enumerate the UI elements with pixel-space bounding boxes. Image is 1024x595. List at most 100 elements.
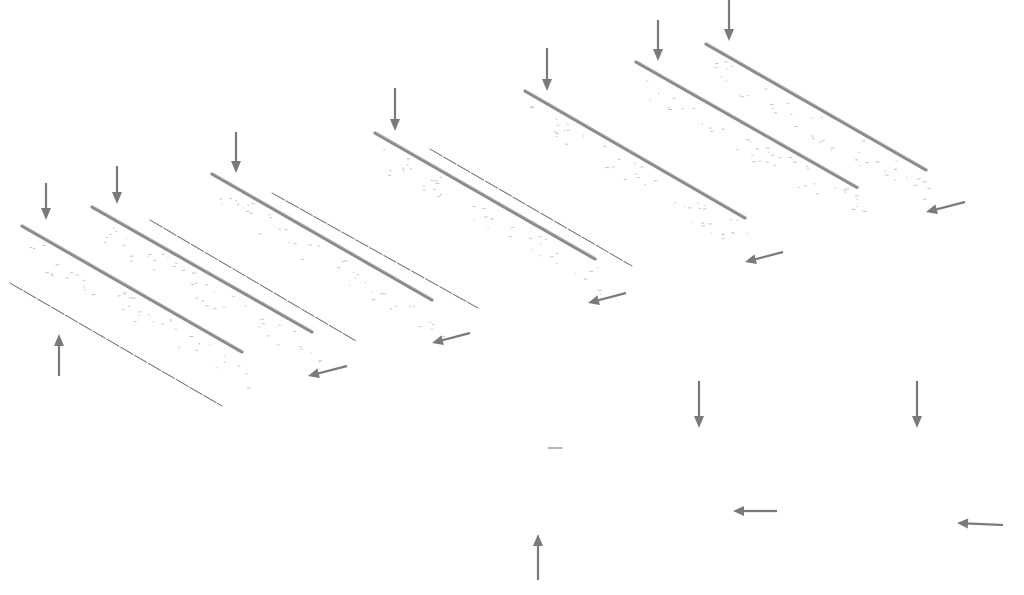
speckle [29, 247, 33, 249]
speckle [811, 117, 814, 119]
speckle [245, 210, 250, 212]
up-arrow-icon [54, 334, 64, 376]
speckle [318, 360, 323, 362]
speckle [310, 352, 312, 354]
heavy-line-edge [706, 42, 928, 170]
speckle [189, 336, 194, 337]
speckle [767, 151, 770, 153]
speckle [575, 272, 577, 274]
speckle [913, 184, 918, 186]
speckle [237, 365, 241, 367]
heavy-line [210, 172, 434, 302]
speckle [371, 299, 376, 301]
speckle [219, 198, 222, 200]
speckle [617, 158, 621, 160]
speckle [851, 208, 856, 210]
speckle [730, 219, 733, 220]
speckle [787, 102, 790, 104]
speckle [472, 206, 476, 208]
speckle [746, 232, 748, 234]
speckle [927, 187, 931, 189]
speckle [349, 284, 351, 286]
speckle [128, 297, 133, 299]
speckle [84, 289, 86, 291]
speckle [861, 140, 866, 142]
speckle [583, 278, 588, 280]
speckle [237, 205, 239, 207]
speckle [130, 260, 133, 262]
speckle [419, 326, 422, 327]
speckle [389, 169, 392, 171]
speckle [885, 174, 889, 176]
speckle [122, 309, 125, 311]
speckle [284, 229, 288, 231]
speckle [247, 205, 250, 207]
speckle [379, 293, 384, 295]
speckle [114, 231, 118, 233]
speckle [490, 217, 493, 219]
speckle [229, 197, 232, 199]
speckle [278, 324, 281, 326]
speckle [589, 270, 593, 272]
speckle [482, 208, 486, 210]
speckle [91, 294, 96, 296]
speckle [855, 159, 858, 161]
heavy-line [704, 42, 928, 172]
speckle [433, 188, 436, 190]
speckle [245, 373, 248, 375]
speckle [213, 291, 215, 293]
speckle [430, 328, 433, 330]
speckle [733, 232, 735, 234]
speckle [530, 106, 533, 108]
speckle [336, 267, 341, 269]
speckle [205, 284, 208, 286]
speckle [402, 169, 404, 171]
speckle [555, 118, 558, 120]
speckle [352, 271, 354, 273]
speckle [83, 286, 85, 288]
speckle [556, 124, 560, 126]
speckle [175, 328, 177, 330]
arrow-head [912, 416, 922, 428]
speckle [242, 207, 244, 209]
speckle [605, 167, 610, 169]
down-arrow-icon [653, 20, 663, 61]
speckle [798, 186, 800, 188]
left-arrow-icon [957, 518, 1004, 529]
speckle [344, 260, 348, 262]
speckle [201, 300, 205, 302]
speckle [657, 92, 660, 94]
speckle [612, 166, 615, 168]
speckle [439, 176, 443, 178]
speckle [830, 149, 832, 151]
speckle [721, 128, 725, 130]
speckle [731, 232, 734, 234]
speckle [439, 194, 443, 196]
speckle [812, 138, 815, 140]
speckle [389, 308, 392, 310]
speckle [341, 261, 345, 263]
speckle [788, 156, 793, 158]
speckle [508, 236, 512, 237]
speckle [317, 245, 321, 247]
speckle [437, 195, 441, 197]
speckle [687, 207, 692, 209]
speckle [395, 305, 398, 307]
speckle [491, 218, 494, 220]
speckle [267, 335, 270, 337]
speckle [540, 243, 542, 245]
arrow-head [588, 295, 600, 305]
down-arrow-icon [694, 381, 704, 428]
speckle [169, 320, 172, 322]
speckle [246, 387, 251, 389]
speckle [772, 108, 774, 109]
speckle [319, 361, 321, 363]
speckle [736, 219, 739, 221]
speckle [82, 279, 86, 281]
down-arrow-icon [912, 381, 922, 428]
speckle [232, 295, 235, 297]
speckle [736, 148, 739, 150]
speckle [441, 336, 446, 338]
speckle [715, 63, 719, 65]
speckle [402, 170, 405, 172]
